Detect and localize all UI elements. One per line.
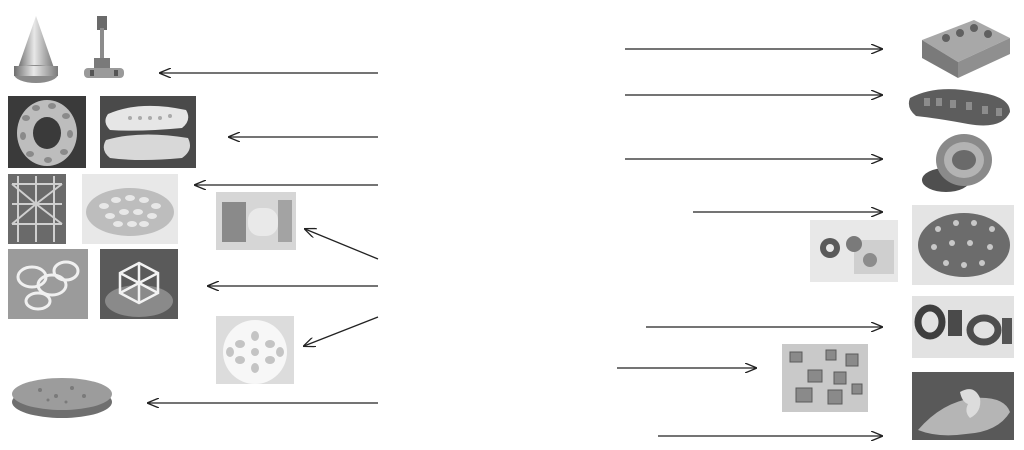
tensile-specimen-image bbox=[80, 14, 128, 86]
arrow-to-lattice-disc bbox=[304, 316, 379, 346]
boot-sole-image bbox=[906, 78, 1014, 134]
studded-mesh-image bbox=[912, 205, 1014, 285]
ear-prosthesis-icon bbox=[918, 389, 1010, 436]
mechanical-parts-image bbox=[810, 220, 898, 282]
gasket-letters-image bbox=[912, 296, 1014, 358]
lattice-frame-image bbox=[8, 174, 66, 244]
shoe-sole-icon bbox=[103, 105, 190, 160]
tire-image bbox=[8, 96, 86, 168]
shoe-sole-image bbox=[100, 96, 196, 168]
lattice-cube-in-hands-icon bbox=[105, 261, 173, 317]
lattice-coil-icon bbox=[16, 260, 80, 311]
gasket-letters-icon bbox=[914, 304, 1012, 346]
lattice-frame-icon bbox=[11, 176, 63, 242]
small-cubes-image bbox=[782, 344, 868, 412]
engine-block-image bbox=[914, 14, 1014, 82]
ring-icon bbox=[922, 134, 992, 192]
mechanical-parts-icon bbox=[820, 236, 894, 274]
porous-disc-icon bbox=[12, 378, 112, 418]
studded-mesh-icon bbox=[918, 213, 1010, 277]
cone-part-icon bbox=[14, 16, 58, 83]
ring-image bbox=[912, 130, 996, 196]
small-cubes-icon bbox=[789, 349, 863, 405]
lattice-bowl-icon bbox=[86, 188, 174, 236]
lattice-cube-in-hands-image bbox=[100, 249, 178, 319]
boot-sole-icon bbox=[908, 89, 1010, 126]
porous-disc-image bbox=[10, 374, 114, 420]
cone-part-image bbox=[10, 16, 62, 86]
lattice-disc-image bbox=[216, 316, 294, 384]
engine-block-icon bbox=[922, 20, 1010, 78]
gripper-part-icon bbox=[222, 200, 292, 242]
ear-prosthesis-image bbox=[912, 372, 1014, 440]
tensile-specimen-icon bbox=[84, 16, 124, 78]
arrow-to-gripper bbox=[305, 229, 379, 260]
gripper-part-image bbox=[216, 192, 296, 250]
tire-icon bbox=[17, 100, 77, 166]
lattice-bowl-image bbox=[82, 174, 178, 244]
lattice-coil-image bbox=[8, 249, 88, 319]
lattice-disc-icon bbox=[223, 320, 287, 384]
